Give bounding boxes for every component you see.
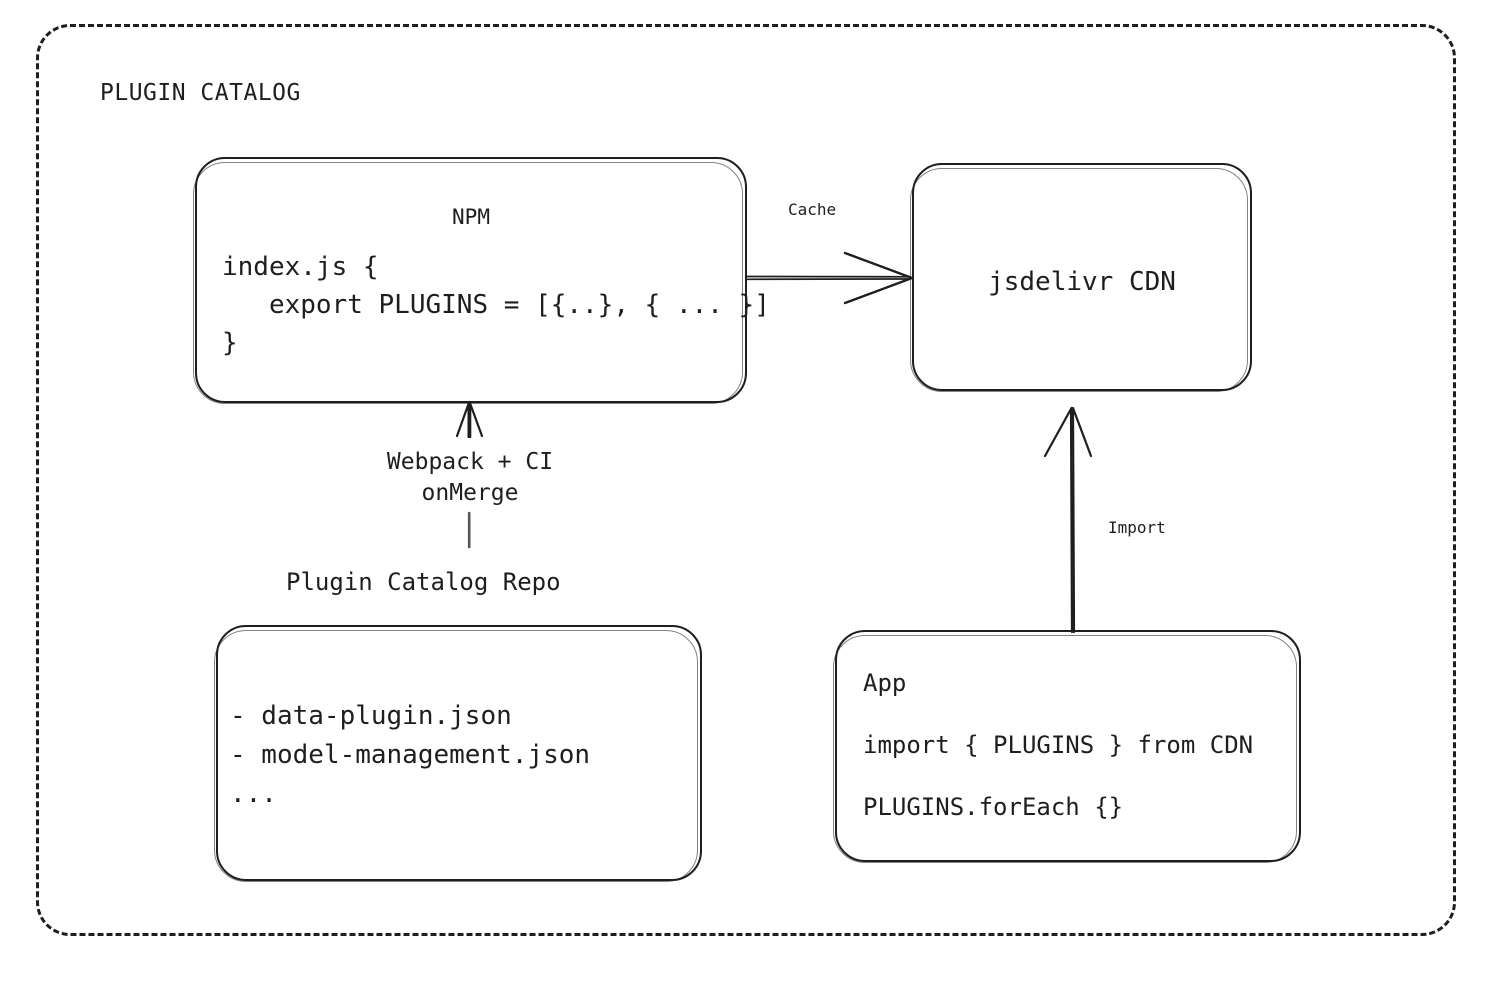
arrow-app-to-cdn xyxy=(1043,406,1093,634)
edge-label-cache: Cache xyxy=(788,200,837,219)
node-repo-file-item: - data-plugin.json xyxy=(230,701,512,731)
node-jsdelivr-cdn-title: jsdelivr CDN xyxy=(988,267,1176,297)
node-jsdelivr-cdn[interactable]: jsdelivr CDN xyxy=(910,163,1252,392)
plugin-catalog-frame xyxy=(36,24,1456,936)
arrow-repo-to-npm xyxy=(455,400,484,549)
edge-label-webpack-ci: Webpack + CI onMerge xyxy=(330,447,610,509)
node-npm-code-line: export PLUGINS = [{..}, { ... }] xyxy=(222,290,770,320)
node-app-code-line: import { PLUGINS } from CDN xyxy=(863,731,1254,759)
edge-label-import: Import xyxy=(1108,518,1166,537)
node-npm-code-line: index.js { xyxy=(222,252,379,282)
node-app-title: App xyxy=(863,669,907,697)
node-repo-file-item: ... xyxy=(230,779,277,809)
node-app[interactable]: App import { PLUGINS } from CDN PLUGINS.… xyxy=(833,630,1301,863)
arrow-npm-to-cdn xyxy=(746,251,913,305)
node-app-code-line: PLUGINS.forEach {} xyxy=(863,793,1124,821)
node-repo-file-item: - model-management.json xyxy=(230,740,591,770)
node-plugin-catalog-repo[interactable]: - data-plugin.json - model-management.js… xyxy=(214,625,702,882)
node-npm-title: NPM xyxy=(452,205,490,229)
edge-label-webpack-ci-line: Webpack + CI xyxy=(386,449,554,475)
plugin-catalog-repo-label: Plugin Catalog Repo xyxy=(286,568,561,596)
frame-title: PLUGIN CATALOG xyxy=(100,80,301,106)
node-npm-code-line: } xyxy=(222,328,238,358)
edge-label-webpack-ci-line: onMerge xyxy=(421,480,519,507)
node-npm[interactable]: NPM index.js { export PLUGINS = [{..}, {… xyxy=(193,157,770,404)
